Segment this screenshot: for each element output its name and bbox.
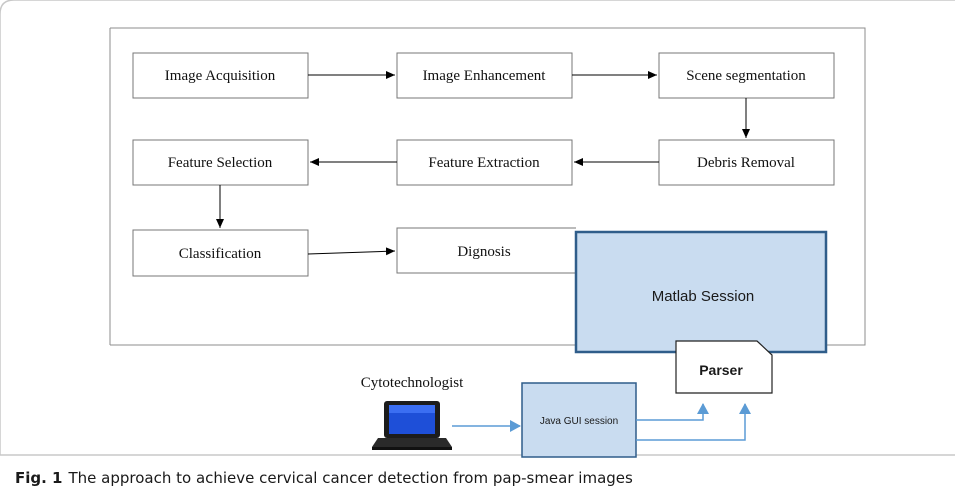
arrow-java-to-parser-right: [636, 403, 751, 441]
matlab-session-panel: Matlab Session: [574, 230, 828, 354]
parser-label: Parser: [699, 362, 743, 378]
node-label: Classification: [179, 246, 262, 262]
node-label: Scene segmentation: [686, 68, 806, 84]
caption-text: The approach to achieve cervical cancer …: [68, 469, 633, 487]
node-label: Feature Extraction: [428, 155, 540, 171]
node-label: Image Acquisition: [165, 68, 276, 84]
node-label: Feature Selection: [168, 155, 273, 171]
node-label: Image Enhancement: [423, 68, 547, 84]
diagram-frame: [110, 27, 866, 346]
node-label: Debris Removal: [697, 155, 795, 171]
java-gui-session-label: Java GUI session: [540, 416, 618, 427]
matlab-session-label: Matlab Session: [652, 288, 755, 305]
node-debris-removal: Debris Removal: [658, 139, 835, 186]
cytotechnologist-label: Cytotechnologist: [361, 375, 464, 391]
java-gui-session-box: Java GUI session: [521, 382, 637, 458]
node-classification: Classification: [132, 229, 309, 277]
node-diagnosis: Dignosis: [396, 227, 576, 274]
node-label: Dignosis: [457, 244, 511, 260]
node-image-enhancement: Image Enhancement: [396, 52, 573, 99]
parser-box: Parser: [675, 340, 773, 394]
node-scene-segmentation: Scene segmentation: [658, 52, 835, 99]
node-image-acquisition: Image Acquisition: [132, 52, 309, 99]
node-feature-selection: Feature Selection: [132, 139, 309, 186]
laptop-icon: [372, 401, 452, 450]
node-feature-extraction: Feature Extraction: [396, 139, 573, 186]
figure-caption: Fig. 1 The approach to achieve cervical c…: [15, 469, 633, 487]
arrow-java-to-parser-left: [636, 403, 709, 421]
caption-label: Fig. 1: [15, 469, 63, 487]
arrow-classification-to-diagnosis: [307, 247, 396, 256]
